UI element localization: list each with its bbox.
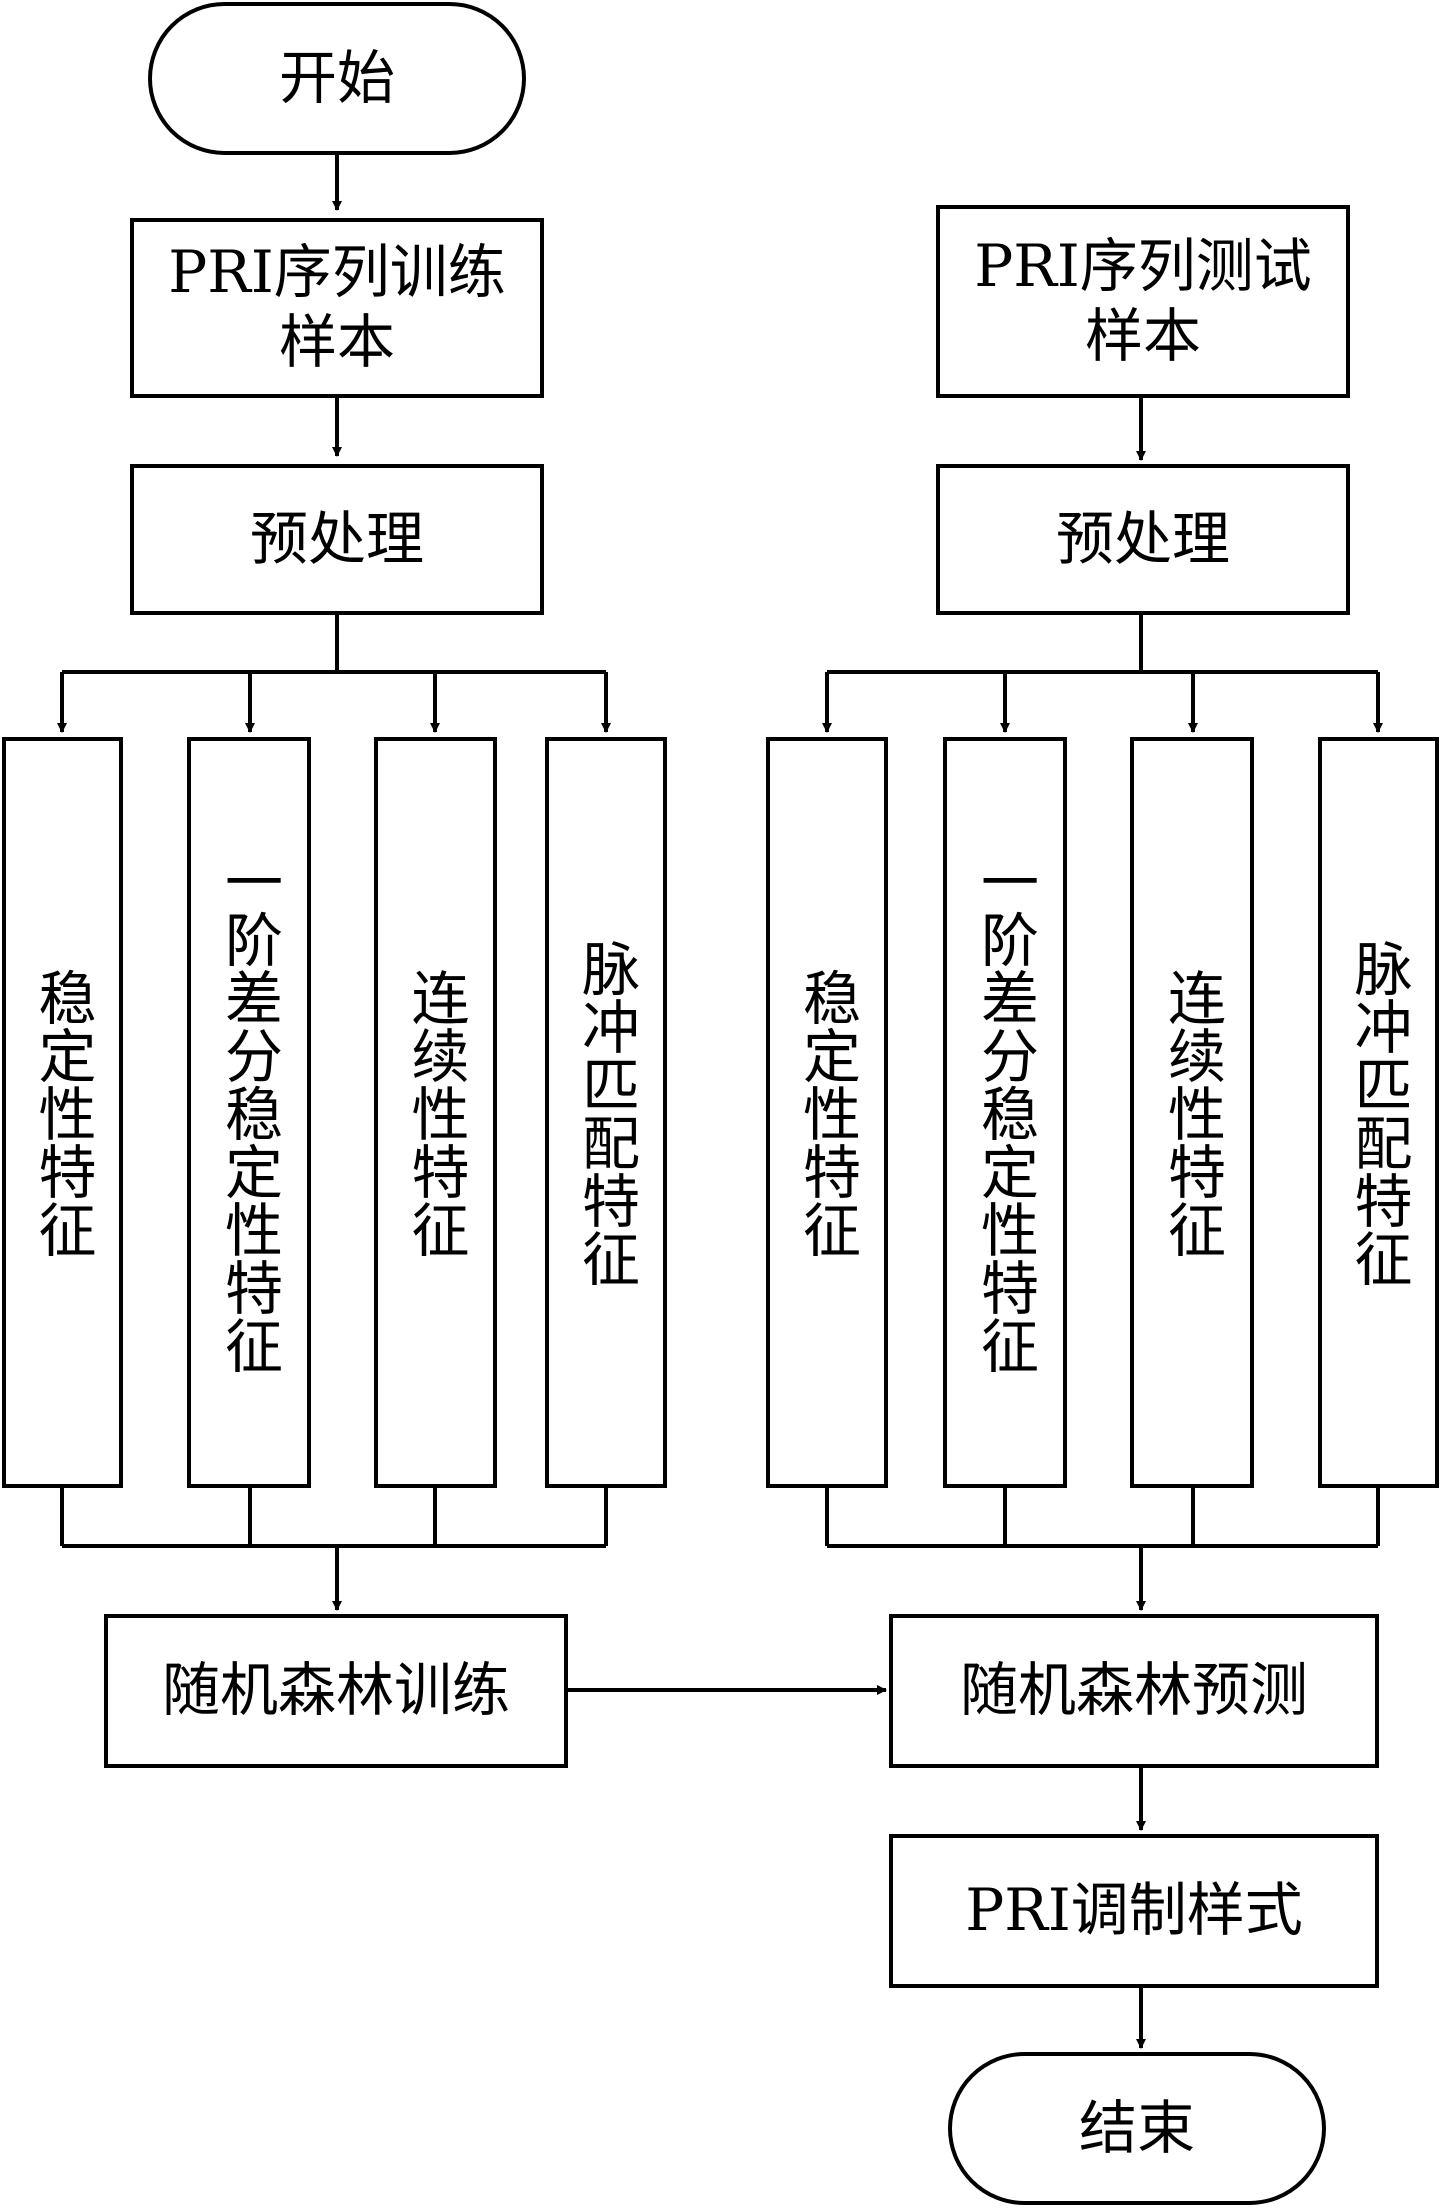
train-samples-label: PRI序列训练样本 xyxy=(168,238,506,376)
feature-train-pulse-match: 脉冲匹配特征 xyxy=(545,737,667,1488)
train-samples-node: PRI序列训练样本 xyxy=(130,218,544,398)
feature-test-continuity: 连续性特征 xyxy=(1130,737,1254,1488)
feature-test-pulse-match: 脉冲匹配特征 xyxy=(1318,737,1439,1488)
feature-label: 连续性特征 xyxy=(401,967,470,1258)
rf-predict-node: 随机森林预测 xyxy=(889,1614,1379,1768)
pri-pattern-label: PRI调制样式 xyxy=(965,1876,1303,1945)
feature-label: 脉冲匹配特征 xyxy=(1344,938,1413,1287)
test-samples-node: PRI序列测试样本 xyxy=(936,205,1350,398)
preprocess-train-label: 预处理 xyxy=(249,504,424,573)
feature-test-stability: 稳定性特征 xyxy=(766,737,888,1488)
end-node: 结束 xyxy=(948,2052,1326,2205)
feature-label: 稳定性特征 xyxy=(793,967,861,1258)
feature-label: 一阶差分稳定性特征 xyxy=(215,851,283,1374)
preprocess-test-label: 预处理 xyxy=(1055,504,1230,573)
rf-predict-label: 随机森林预测 xyxy=(959,1656,1308,1725)
feature-label: 一阶差分稳定性特征 xyxy=(971,851,1039,1374)
rf-train-label: 随机森林训练 xyxy=(161,1656,510,1725)
feature-test-diff-stability: 一阶差分稳定性特征 xyxy=(943,737,1067,1488)
rf-train-node: 随机森林训练 xyxy=(104,1614,568,1768)
feature-label: 脉冲匹配特征 xyxy=(572,938,640,1287)
feature-label: 稳定性特征 xyxy=(28,967,97,1258)
pri-pattern-node: PRI调制样式 xyxy=(889,1834,1379,1988)
end-label: 结束 xyxy=(1078,2093,1195,2162)
feature-train-stability: 稳定性特征 xyxy=(2,737,123,1488)
feature-label: 连续性特征 xyxy=(1158,967,1226,1258)
start-label: 开始 xyxy=(278,43,395,112)
feature-train-continuity: 连续性特征 xyxy=(374,737,497,1488)
feature-train-diff-stability: 一阶差分稳定性特征 xyxy=(187,737,311,1488)
test-samples-label: PRI序列测试样本 xyxy=(974,231,1312,370)
start-node: 开始 xyxy=(148,2,526,155)
preprocess-test-node: 预处理 xyxy=(936,464,1350,615)
preprocess-train-node: 预处理 xyxy=(130,464,544,615)
